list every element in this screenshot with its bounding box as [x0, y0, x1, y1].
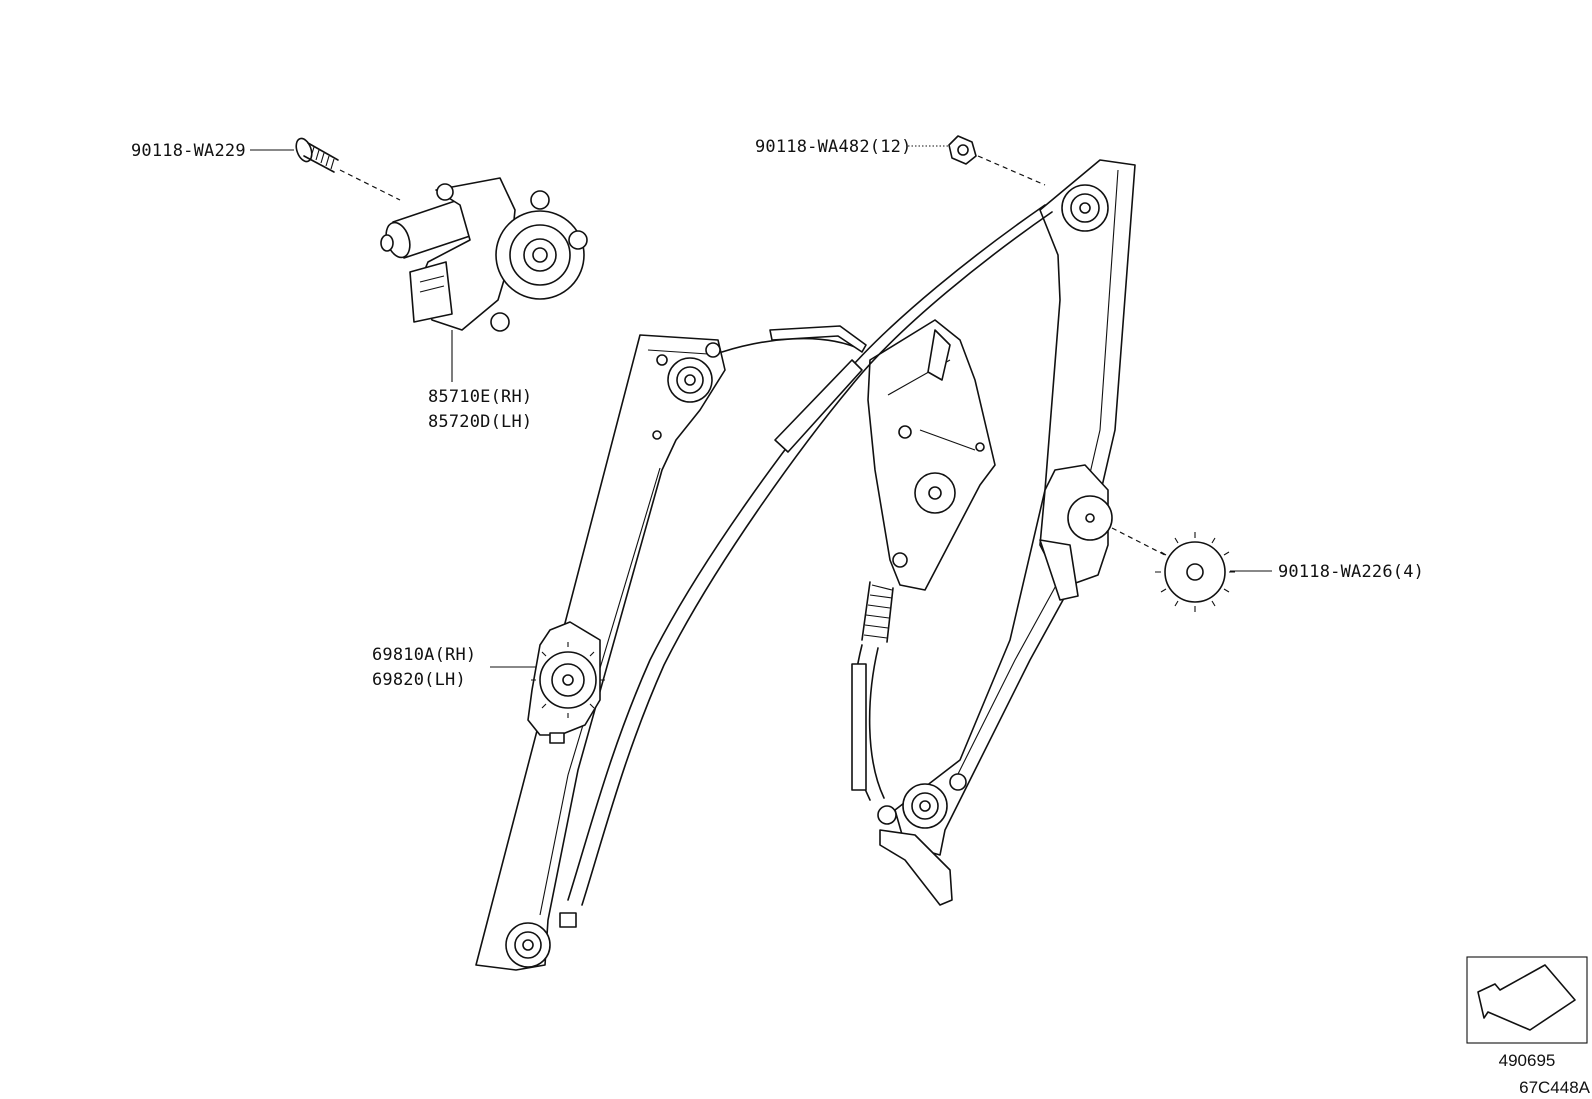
callout-motor-rh: 85710E(RH) [428, 387, 532, 407]
bolt-part [295, 137, 401, 201]
ref-number: 490695 [1499, 1051, 1556, 1070]
window-motor-part [380, 177, 588, 332]
callout-pulley-rh: 69810A(RH) [372, 645, 476, 665]
callout-motor-lh: 85720D(LH) [428, 412, 532, 432]
callout-gear: 90118-WA226(4) [1278, 562, 1424, 582]
callout-nut: 90118-WA482(12) [755, 137, 912, 157]
cable-part [567, 204, 1053, 906]
right-rail-part [877, 159, 1166, 906]
direction-arrow-icon [1477, 964, 1576, 1031]
carrier-part [861, 319, 996, 643]
nut-part [948, 135, 1046, 186]
callout-bolt: 90118-WA229 [131, 141, 246, 161]
pulley-part [527, 621, 605, 744]
orientation-box [1466, 956, 1588, 1044]
gear-part [1155, 532, 1235, 612]
callout-pulley-lh: 69820(LH) [372, 670, 466, 690]
diagram-code: 67C448A [1519, 1078, 1591, 1097]
